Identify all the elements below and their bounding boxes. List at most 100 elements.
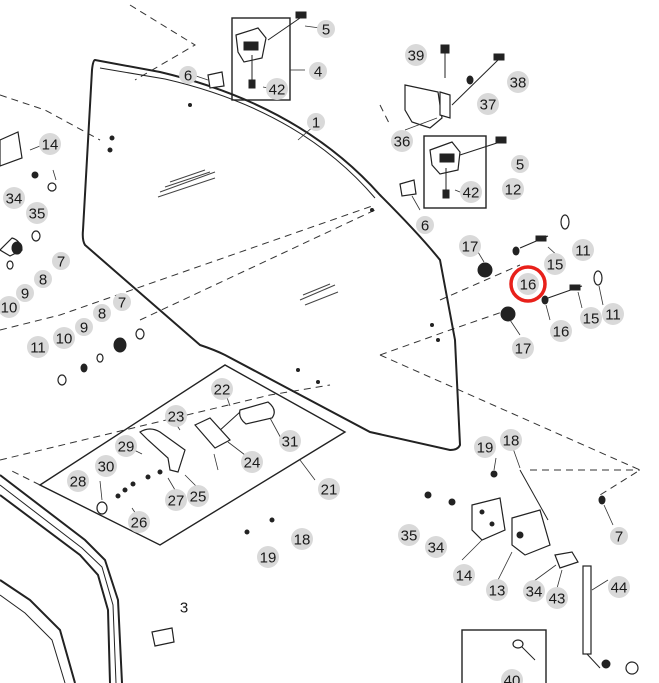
callout-number: 35	[29, 206, 46, 223]
callout-bubble	[507, 71, 529, 93]
callout-8: 8	[93, 304, 111, 323]
callout-number: 29	[118, 439, 135, 456]
callout-8: 8	[34, 270, 52, 289]
callout-bubble	[113, 293, 131, 311]
callout-bubble	[460, 181, 482, 203]
callout-44: 44	[608, 576, 630, 598]
callout-27: 27	[165, 489, 187, 511]
glass-reflection-marks	[157, 169, 339, 306]
callout-number: 39	[408, 48, 425, 65]
callout-bubble	[477, 93, 499, 115]
callout-bubble	[511, 155, 529, 173]
callout-number: 10	[1, 300, 18, 317]
callout-bubble	[128, 511, 150, 533]
callout-40: 40	[501, 669, 523, 683]
callout-bubble	[187, 485, 209, 507]
callout-15: 15	[544, 253, 566, 275]
callout-12: 12	[502, 178, 524, 200]
callout-11: 11	[602, 303, 624, 325]
dashed-reference-lines	[0, 4, 642, 496]
callout-number: 14	[456, 568, 473, 585]
hinge-assembly-top	[207, 11, 307, 101]
callout-4: 4	[309, 62, 327, 81]
callout-bubble	[34, 270, 52, 288]
callout-number: 37	[480, 97, 497, 114]
callout-bubble	[39, 133, 61, 155]
callout-number: 14	[42, 137, 59, 154]
callout-42: 42	[460, 181, 482, 203]
callout-24: 24	[241, 451, 263, 473]
callout-7: 7	[113, 293, 131, 312]
callout-34: 34	[3, 187, 25, 209]
callout-bubble	[318, 478, 340, 500]
callout-bubble	[67, 470, 89, 492]
callout-bubble	[93, 304, 111, 322]
callout-number: 13	[489, 583, 506, 600]
callout-bubble	[398, 524, 420, 546]
callout-bubble	[416, 216, 434, 234]
callout-42: 42	[266, 78, 288, 100]
callout-bubble	[602, 303, 624, 325]
handle-assembly	[38, 364, 347, 546]
callout-number: 26	[131, 515, 148, 532]
callout-number: 5	[516, 157, 524, 174]
callout-6: 6	[416, 216, 434, 235]
callout-number: 7	[57, 254, 65, 271]
callout-bubble	[512, 337, 534, 359]
callout-19: 19	[474, 436, 496, 458]
callout-number: 15	[547, 257, 564, 274]
callout-number: 1	[312, 115, 320, 132]
callout-bubble	[307, 113, 325, 131]
callout-bubble	[26, 202, 48, 224]
callout-number: 22	[214, 382, 231, 399]
callout-number: 17	[462, 239, 479, 256]
callout-number: 21	[321, 482, 338, 499]
callout-38: 38	[507, 71, 529, 93]
callout-bubble	[291, 528, 313, 550]
callout-25: 25	[187, 485, 209, 507]
callout-bubble	[459, 235, 481, 257]
callout-bubble	[486, 579, 508, 601]
callout-number: 34	[428, 540, 445, 557]
callout-11: 11	[572, 239, 594, 261]
callout-35: 35	[26, 202, 48, 224]
callout-bubble	[546, 587, 568, 609]
callout-bubble	[453, 564, 475, 586]
callout-number: 28	[70, 474, 87, 491]
callout-bubble	[266, 78, 288, 100]
part-label-3: 3	[180, 600, 188, 617]
callout-number: 24	[244, 455, 261, 472]
callout-number: 16	[553, 324, 570, 341]
callout-number: 8	[98, 306, 106, 323]
callout-number: 15	[583, 311, 600, 328]
highlight-ring	[509, 265, 547, 303]
callout-26: 26	[128, 511, 150, 533]
callout-5: 5	[511, 155, 529, 174]
callout-bubble	[165, 405, 187, 427]
callout-6: 6	[179, 66, 197, 85]
callout-number: 40	[504, 673, 521, 683]
callout-bubble	[608, 576, 630, 598]
callout-9: 9	[16, 284, 34, 303]
callout-14: 14	[453, 564, 475, 586]
callout-bubble	[179, 66, 197, 84]
callout-bubble	[317, 20, 335, 38]
callout-13: 13	[486, 579, 508, 601]
hinge-parts-left	[0, 131, 145, 386]
callout-bubble	[211, 378, 233, 400]
callout-bubble	[115, 435, 137, 457]
callout-number: 42	[463, 185, 480, 202]
callout-number: 11	[575, 243, 591, 260]
callout-36: 36	[391, 130, 413, 152]
callout-19: 19	[257, 546, 279, 568]
callout-number: 10	[56, 331, 73, 348]
hinge-assembly-right	[399, 44, 507, 209]
callout-bubble	[474, 436, 496, 458]
callout-number: 35	[401, 528, 418, 545]
callout-number: 36	[394, 134, 411, 151]
callout-number: 19	[260, 550, 277, 567]
callout-bubble	[425, 536, 447, 558]
callout-number: 30	[98, 459, 115, 476]
door-frame	[0, 474, 175, 683]
